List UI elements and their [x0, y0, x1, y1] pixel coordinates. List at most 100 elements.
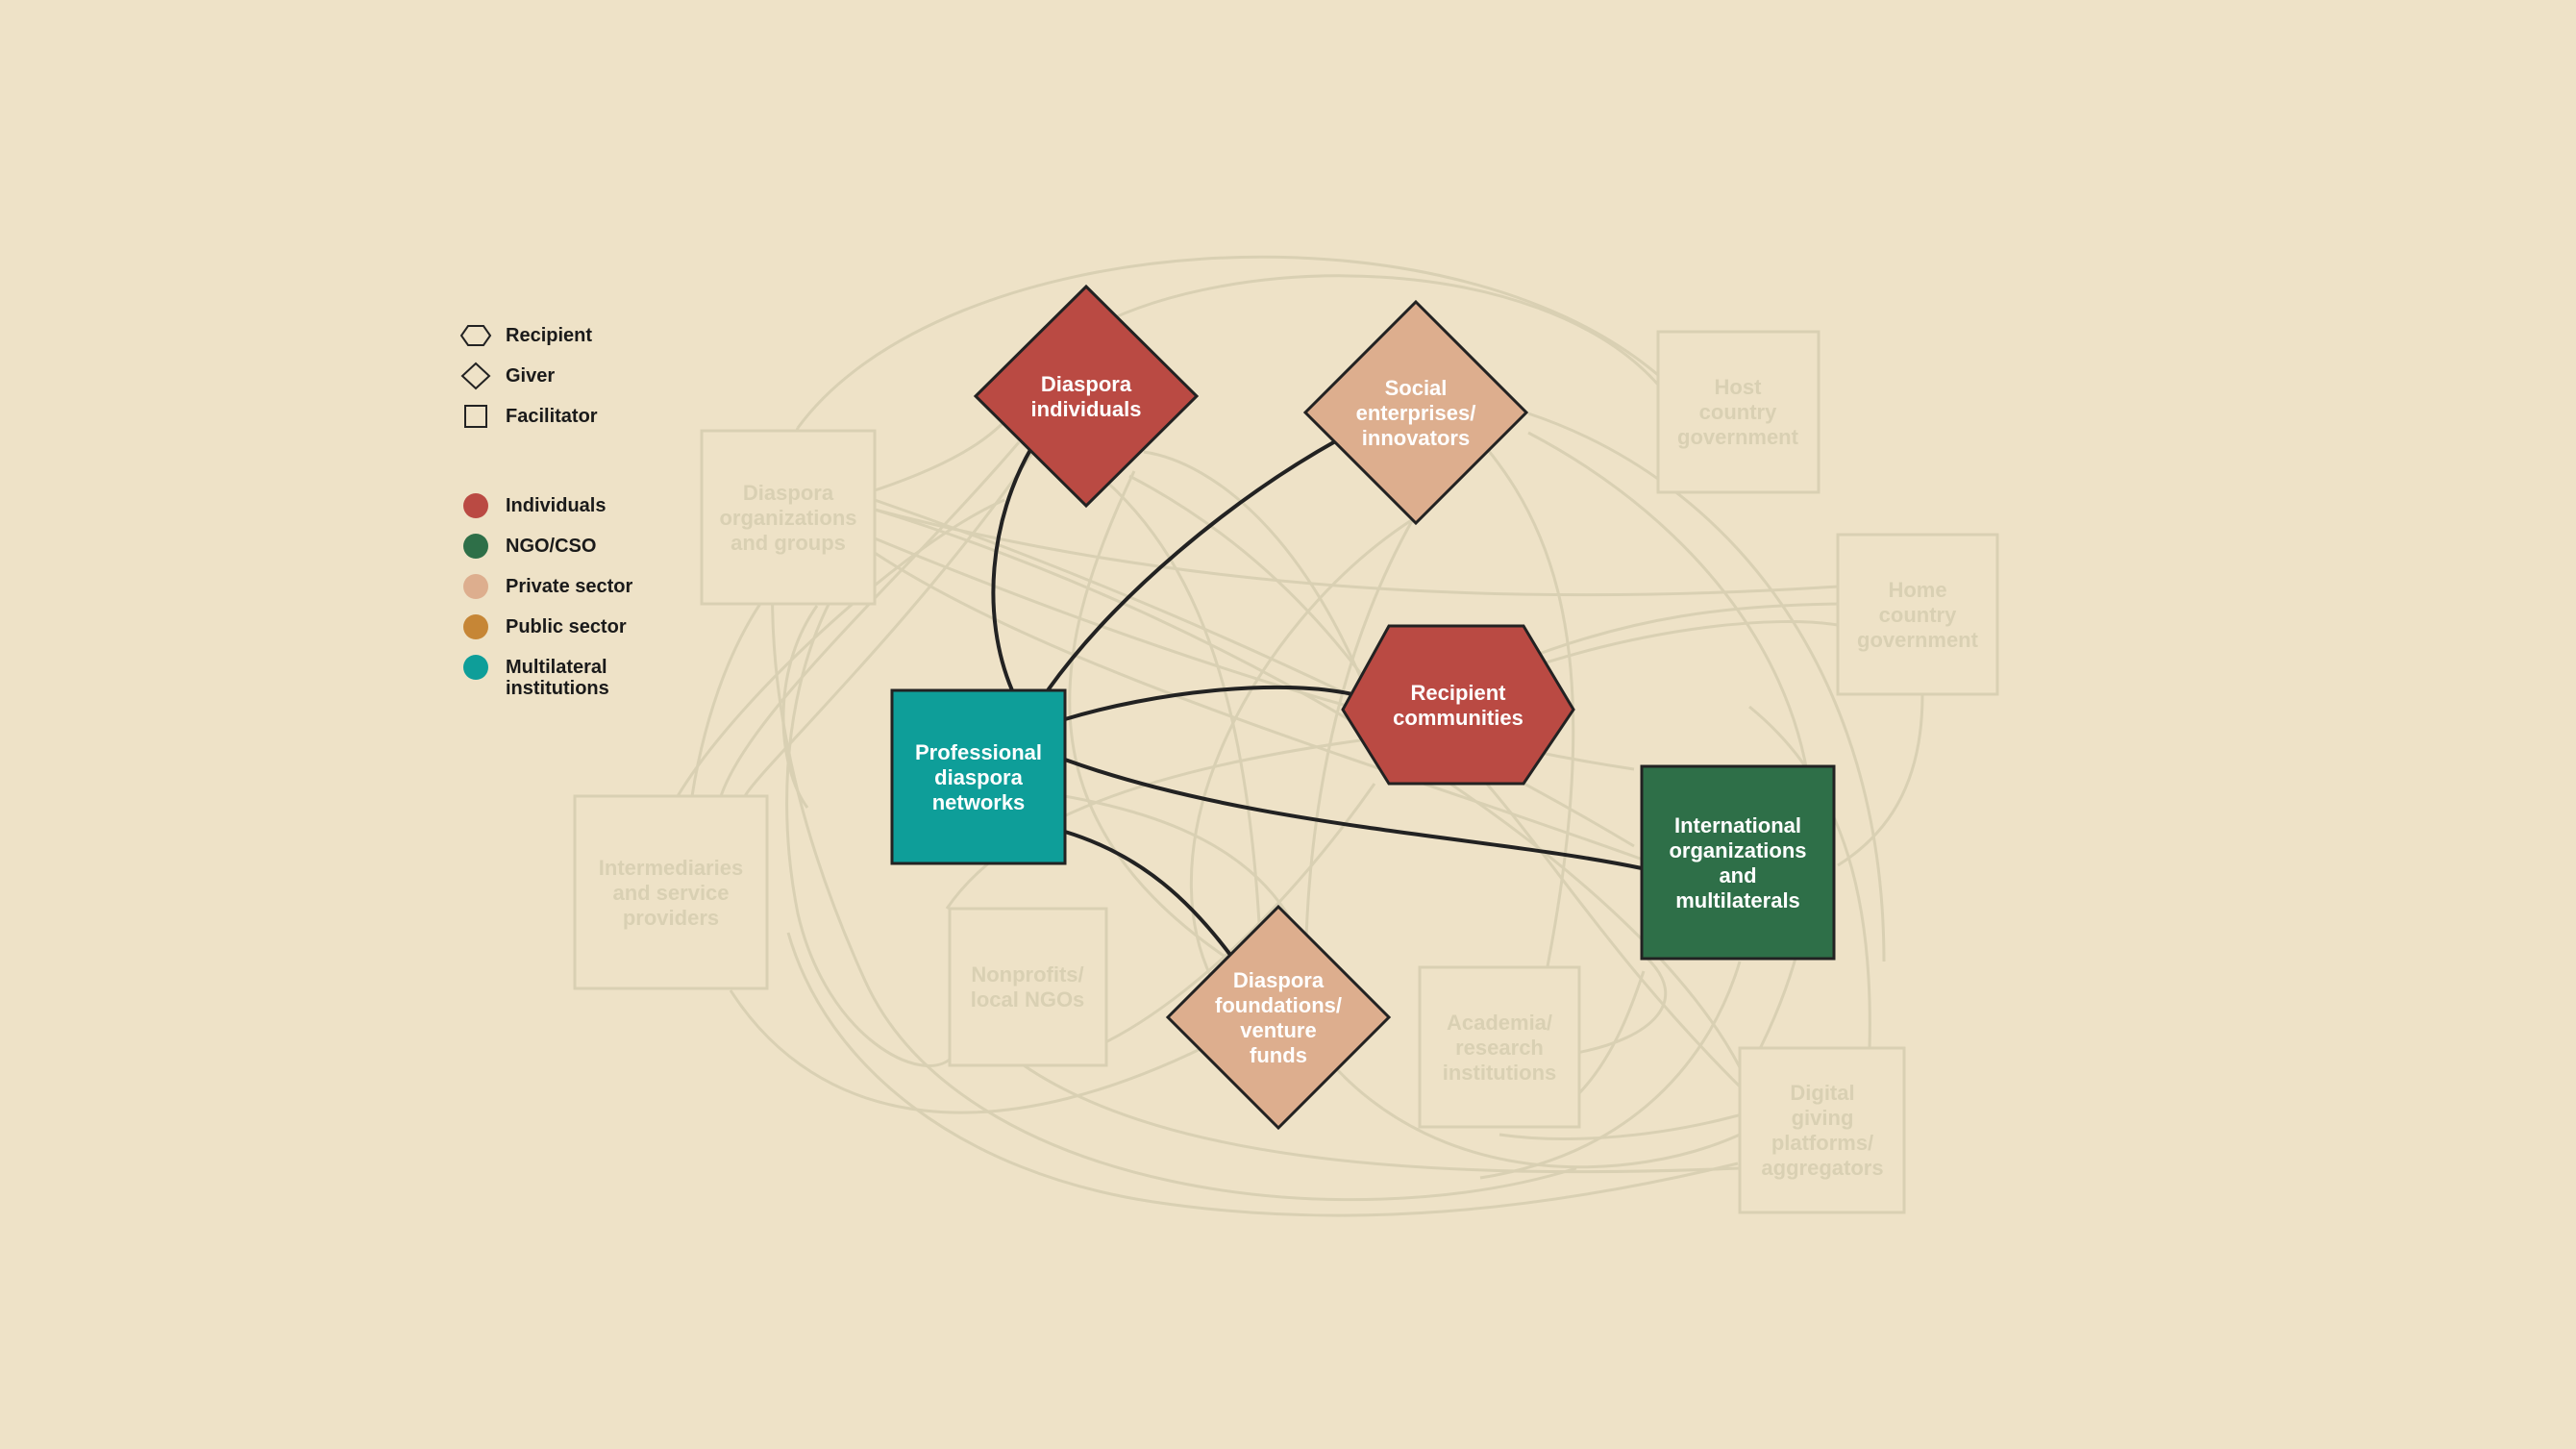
node-label-line: government — [1677, 425, 1799, 449]
node-label-line: foundations/ — [1215, 993, 1342, 1017]
faded-edge — [796, 255, 1659, 429]
node-label-line: innovators — [1362, 426, 1470, 450]
faded-edge — [874, 508, 1839, 597]
legend-item-individuals: Individuals — [459, 491, 606, 520]
node-label-line: diaspora — [934, 765, 1023, 789]
circle-icon — [459, 612, 492, 641]
faded-edge — [1575, 955, 1668, 1055]
legend-item-private-sector: Private sector — [459, 572, 632, 601]
faded-edge — [1748, 705, 1871, 1049]
faded-edge — [1837, 694, 1924, 867]
circle-icon — [459, 572, 492, 601]
node-label-line: and service — [612, 881, 729, 905]
hexagon-icon — [459, 321, 492, 350]
node-label-line: organizations — [719, 506, 856, 530]
node-label-line: communities — [1393, 706, 1523, 730]
legend-label: Facilitator — [506, 406, 598, 427]
node-label-line: and — [1719, 863, 1756, 887]
faded-edge — [874, 551, 1647, 862]
node-label-line: local NGOs — [971, 987, 1085, 1012]
node-label-line: platforms/ — [1771, 1131, 1873, 1155]
node-label-line: venture — [1240, 1018, 1316, 1042]
legend-label: NGO/CSO — [506, 536, 597, 557]
circle-icon — [459, 491, 492, 520]
legend-label: Multilateral institutions — [506, 657, 609, 699]
node-label-line: research — [1455, 1036, 1544, 1060]
legend-label: Recipient — [506, 325, 593, 346]
node-label-line: Recipient — [1410, 681, 1506, 705]
node-label-line: Professional — [915, 740, 1042, 764]
legend-item-giver: Giver — [459, 362, 555, 390]
faded-edge — [1513, 602, 1839, 665]
node-label-line: Digital — [1790, 1081, 1854, 1105]
node-label-line: Host — [1715, 375, 1763, 399]
legend-item-multilateral: Multilateral institutions — [459, 653, 640, 699]
node-label-line: country — [1879, 603, 1957, 627]
node-label-line: providers — [623, 906, 719, 930]
edge-individuals-to-networks — [991, 446, 1033, 691]
circle-icon — [459, 532, 492, 561]
edge-networks-to-foundations — [1064, 830, 1232, 957]
legend-label: Giver — [506, 365, 556, 387]
legend-item-facilitator: Facilitator — [459, 402, 598, 431]
node-label-line: Academia/ — [1447, 1011, 1552, 1035]
node-label-line: giving — [1792, 1106, 1854, 1130]
node-label-line: government — [1857, 628, 1979, 652]
legend-label: Individuals — [506, 495, 607, 516]
faded-edge — [945, 738, 1361, 910]
circle-icon — [459, 653, 492, 682]
edge-networks-to-recipients — [1064, 685, 1353, 721]
faded-edge — [1513, 620, 1839, 675]
faded-edge — [729, 989, 1241, 1114]
node-label-line: Nonprofits/ — [971, 962, 1083, 987]
faded-edge — [1023, 1063, 1741, 1174]
faded-edge — [1454, 412, 1575, 967]
node-label-line: funds — [1250, 1043, 1307, 1067]
node-label-line: Diaspora — [1041, 372, 1132, 396]
node-label-line: country — [1699, 400, 1777, 424]
legend-item-ngo-cso: NGO/CSO — [459, 532, 596, 561]
node-label-line: Home — [1888, 578, 1946, 602]
faded-edge — [786, 932, 1739, 1217]
faded-edge — [1085, 274, 1660, 387]
faded-edge — [1189, 517, 1414, 1011]
legend-label: Private sector — [506, 576, 633, 597]
legend-label: Public sector — [506, 616, 627, 637]
node-label-line: Diaspora — [1233, 968, 1325, 992]
node-label-line: International — [1674, 813, 1801, 837]
node-label-line: enterprises/ — [1356, 401, 1476, 425]
diamond-icon — [459, 362, 492, 390]
node-label-line: organizations — [1669, 838, 1806, 862]
edge-social-to-networks — [1046, 438, 1338, 692]
node-label-line: networks — [932, 790, 1026, 814]
faded-edge — [676, 498, 1005, 797]
faded-edge — [1032, 426, 1261, 924]
node-nonprofits: Nonprofits/local NGOs — [948, 907, 1108, 1067]
active-edges — [991, 438, 1643, 957]
node-label-line: individuals — [1031, 397, 1142, 421]
faded-edge — [743, 451, 1035, 797]
faded-edge — [1479, 961, 1742, 1180]
edge-networks-to-international — [1064, 758, 1643, 870]
